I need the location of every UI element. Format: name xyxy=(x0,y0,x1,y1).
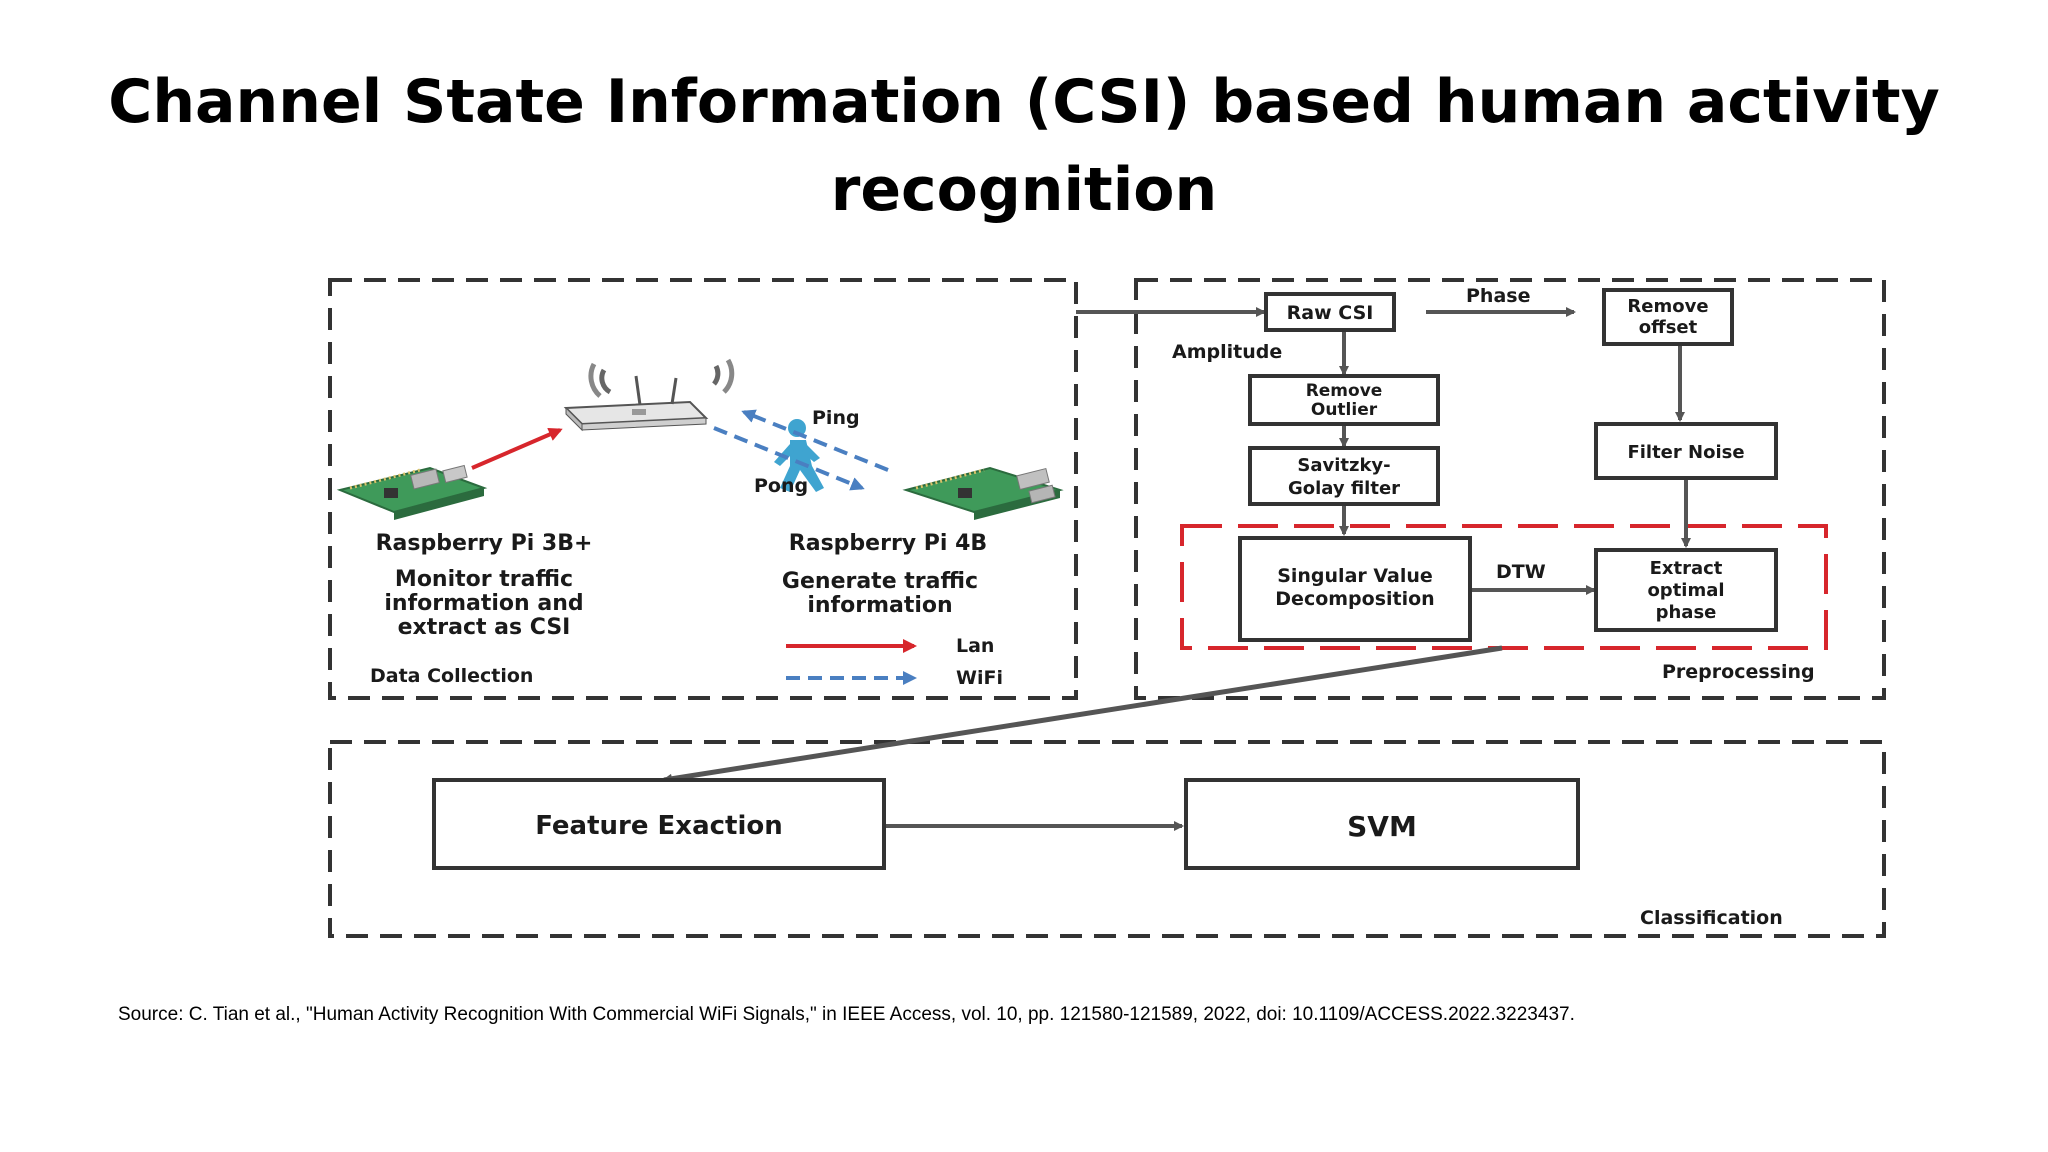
router-icon xyxy=(563,358,735,432)
raspberry-pi-4b-board-icon xyxy=(902,466,1064,520)
raw-csi-label: Raw CSI xyxy=(1287,302,1374,324)
classification-label: Classification xyxy=(1640,907,1783,929)
raspberry-pi-3b-board-icon xyxy=(336,464,488,520)
svm-box xyxy=(1184,778,1580,870)
remove-offset-label-2: offset xyxy=(1639,317,1698,338)
legend-lan-label: Lan xyxy=(956,635,994,657)
savitzky-label-1: Savitzky- xyxy=(1297,455,1390,476)
remove-outlier-label-1: Remove xyxy=(1306,381,1383,401)
extract-phase-label-2: optimal xyxy=(1647,580,1724,601)
phase-label: Phase xyxy=(1466,285,1530,307)
data-collection-panel xyxy=(328,278,1078,700)
slide-title: Channel State Information (CSI) based hu… xyxy=(0,58,2048,234)
classification-panel xyxy=(328,740,1886,938)
extract-phase-box xyxy=(1594,548,1778,632)
svm-label: SVM xyxy=(1347,810,1417,843)
remove-outlier-label-2: Outlier xyxy=(1311,400,1378,420)
savitzky-box xyxy=(1248,446,1440,506)
svd-box xyxy=(1238,536,1472,642)
highlight-box xyxy=(1180,524,1828,650)
svd-label-2: Decomposition xyxy=(1275,588,1434,610)
person-icon xyxy=(774,419,824,492)
amplitude-label: Amplitude xyxy=(1172,341,1282,363)
filter-noise-box xyxy=(1594,422,1778,480)
preprocessing-panel xyxy=(1134,278,1886,700)
pong-label: Pong xyxy=(754,475,808,497)
lan-arrow xyxy=(471,427,563,470)
device-right-name: Raspberry Pi 4B xyxy=(789,531,987,556)
preprocessing-label: Preprocessing xyxy=(1662,661,1815,683)
remove-offset-box xyxy=(1602,288,1734,346)
remove-offset-label-1: Remove xyxy=(1627,296,1708,317)
device-left-desc-1: Monitor traffic xyxy=(395,567,573,592)
svd-label-1: Singular Value xyxy=(1277,565,1433,587)
filter-noise-label: Filter Noise xyxy=(1627,442,1744,463)
extract-phase-label-1: Extract xyxy=(1650,558,1723,579)
device-right-desc-1: Generate traffic xyxy=(782,569,978,594)
feature-exaction-box xyxy=(432,778,886,870)
device-right-desc-2: information xyxy=(807,593,952,618)
data-collection-label: Data Collection xyxy=(370,665,533,687)
device-left-name: Raspberry Pi 3B+ xyxy=(376,531,593,556)
remove-outlier-box xyxy=(1248,374,1440,426)
ping-arrow xyxy=(741,409,889,472)
title-line-1: Channel State Information (CSI) based hu… xyxy=(108,67,1940,137)
raw-csi-box xyxy=(1264,292,1396,332)
device-left-desc-2: information and xyxy=(384,591,583,616)
title-line-2: recognition xyxy=(830,155,1218,225)
connector-preprocessing-to-feature xyxy=(662,645,1503,784)
device-left-desc-3: extract as CSI xyxy=(398,615,571,640)
savitzky-label-2: Golay filter xyxy=(1288,478,1400,499)
dtw-label: DTW xyxy=(1496,561,1546,583)
feature-exaction-label: Feature Exaction xyxy=(535,811,783,841)
source-citation: Source: C. Tian et al., "Human Activity … xyxy=(118,1004,1575,1025)
legend-wifi-label: WiFi xyxy=(956,667,1003,689)
ping-label: Ping xyxy=(812,407,860,429)
extract-phase-label-3: phase xyxy=(1656,602,1717,623)
pong-arrow xyxy=(713,426,865,491)
